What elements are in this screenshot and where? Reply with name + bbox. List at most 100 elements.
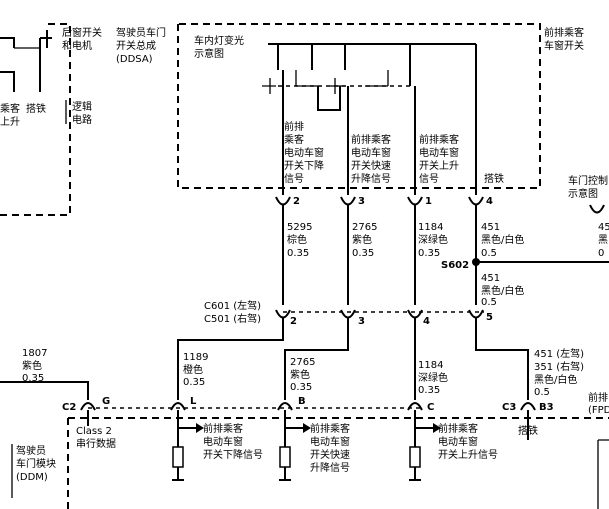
switch-connector-pins xyxy=(275,196,484,206)
logic-label-1: 逻辑 xyxy=(72,100,92,113)
sig2-line1: 前排乘客 xyxy=(351,133,391,146)
c2-pin-c: C xyxy=(427,402,434,413)
switch-pin-4: 4 xyxy=(486,196,493,207)
ddm-signal-arrows xyxy=(178,423,441,433)
sig1-line3: 电动车窗 xyxy=(284,146,324,159)
ddm-out2-line3: 开关快速 xyxy=(310,448,350,461)
wire-2765l-color: 紫色 xyxy=(290,368,310,381)
sig2-line4: 升降信号 xyxy=(351,172,391,185)
ddm-internal-verticals xyxy=(87,410,529,480)
c2-pin-b: B xyxy=(298,396,306,407)
splice-s602-label: S602 xyxy=(441,260,469,271)
front-pass-switch-label-1: 前排乘客 xyxy=(544,26,584,39)
wire-2765u-color: 紫色 xyxy=(352,233,372,246)
front-pass-switch-boundary xyxy=(177,23,541,189)
door-control-label-1: 车门控制 xyxy=(568,174,608,187)
c601-pin-4: 4 xyxy=(423,316,430,327)
wire-451u-gauge: 0.5 xyxy=(481,248,497,259)
right-fragment-1: 前排 xyxy=(588,391,608,404)
wire-1807-gauge: 0.35 xyxy=(22,373,44,384)
switch-contacts xyxy=(262,70,416,195)
wire-451-lower xyxy=(475,318,529,400)
logic-label-2: 电路 xyxy=(72,113,92,126)
right-wire-frag-2: 黑 xyxy=(598,234,608,246)
wire-451l-circuit: 451 (左驾) xyxy=(534,347,584,360)
ddsa-label-3: (DDSA) xyxy=(116,54,153,65)
wire-1184u-circuit: 1184 xyxy=(418,222,443,233)
ddm-pullup-resistors xyxy=(172,446,421,481)
right-fragment-box xyxy=(597,439,609,509)
class2-label-2: 串行数据 xyxy=(76,437,116,450)
interior-lamp-label-2: 示意图 xyxy=(194,47,224,60)
wire-1184l-color: 深绿色 xyxy=(418,371,448,384)
ddm-out2-line2: 电动车窗 xyxy=(310,435,350,448)
wire-2765u-gauge: 0.35 xyxy=(352,248,374,259)
ddm-label-1: 驾驶员 xyxy=(16,444,46,457)
c601-pin-3: 3 xyxy=(358,316,365,327)
switch-pin-3: 3 xyxy=(358,196,365,207)
sig1-line5: 信号 xyxy=(284,173,304,185)
wire-1189-circuit: 1189 xyxy=(183,352,208,363)
ddm-label-3: (DDM) xyxy=(16,472,48,483)
ddm-out3-line1: 前排乘客 xyxy=(438,422,478,435)
c3-pin xyxy=(520,402,536,411)
c601-label: C601 (左驾) xyxy=(204,299,261,312)
c601-pin-5: 5 xyxy=(486,312,493,323)
interior-lamp-label-1: 车内灯变光 xyxy=(194,34,244,47)
wire-1189-gauge: 0.35 xyxy=(183,377,205,388)
door-control-connector xyxy=(589,204,605,214)
wire-1807 xyxy=(0,381,89,400)
right-wire-frag-1: 45 xyxy=(598,222,609,233)
sig3-line2: 电动车窗 xyxy=(419,146,459,159)
c2-pin-g: G xyxy=(102,396,110,407)
bottom-ground-label: 搭铁 xyxy=(518,424,538,437)
wire-2765l-circuit: 2765 xyxy=(290,357,315,368)
wire-1189 xyxy=(177,318,284,400)
c2-pins xyxy=(80,402,423,411)
c3-label: C3 xyxy=(502,402,516,413)
rear-window-label-1: 后窗开关 xyxy=(62,26,102,39)
sig3-line1: 前排乘客 xyxy=(419,133,459,146)
wire-1189-color: 橙色 xyxy=(183,363,203,376)
wire-451u-circuit: 451 xyxy=(481,222,500,233)
c601-pins xyxy=(275,309,484,319)
ddm-out3-line3: 开关上升信号 xyxy=(438,448,498,461)
splice-wire-circuit: 451 xyxy=(481,273,500,284)
ddm-out1-line1: 前排乘客 xyxy=(203,422,243,435)
splice-wire-gauge: 0.5 xyxy=(481,297,497,308)
c2-label: C2 xyxy=(62,402,76,413)
wire-451l-alt: 351 (右驾) xyxy=(534,360,584,373)
left-ground-label: 搭铁 xyxy=(26,102,46,115)
wire-451l-color: 黑色/白色 xyxy=(534,373,577,386)
switch-tap-1 xyxy=(277,44,411,70)
wire-5295-color: 棕色 xyxy=(287,233,307,246)
ddm-out1-line3: 开关下降信号 xyxy=(203,448,263,461)
wire-5295-circuit: 5295 xyxy=(287,222,312,233)
wire-1807-circuit: 1807 xyxy=(22,348,47,359)
left-fragment-2: 上升 xyxy=(0,116,20,128)
sig3-line4: 信号 xyxy=(419,173,439,185)
sig4-ground: 搭铁 xyxy=(484,172,504,185)
left-wire-1 xyxy=(0,37,15,48)
wire-1184u-gauge: 0.35 xyxy=(418,248,440,259)
c501-label: C501 (右驾) xyxy=(204,312,261,325)
splice-s602-dot xyxy=(472,258,480,266)
wire-2765-lower xyxy=(284,318,349,400)
ddm-boundary xyxy=(67,417,609,509)
switch-pin-2: 2 xyxy=(293,196,300,207)
right-fragment-2: (FPD xyxy=(588,405,609,416)
sig1-line4: 开关下降 xyxy=(284,159,324,172)
wire-451u-color: 黑色/白色 xyxy=(481,233,524,246)
left-wire-2 xyxy=(0,37,52,92)
ddsa-label-2: 开关总成 xyxy=(116,39,156,52)
sig3-line3: 开关上升 xyxy=(419,159,459,172)
splice-wire-color: 黑色/白色 xyxy=(481,284,524,297)
ddsa-label-1: 驾驶员车门 xyxy=(116,26,166,39)
wire-1184l-gauge: 0.35 xyxy=(418,385,440,396)
wire-5295-gauge: 0.35 xyxy=(287,248,309,259)
c2-pin-l: L xyxy=(190,396,197,407)
ddm-label-2: 车门模块 xyxy=(16,457,56,470)
ddm-out1-line2: 电动车窗 xyxy=(203,435,243,448)
front-pass-switch-label-2: 车窗开关 xyxy=(544,39,584,52)
